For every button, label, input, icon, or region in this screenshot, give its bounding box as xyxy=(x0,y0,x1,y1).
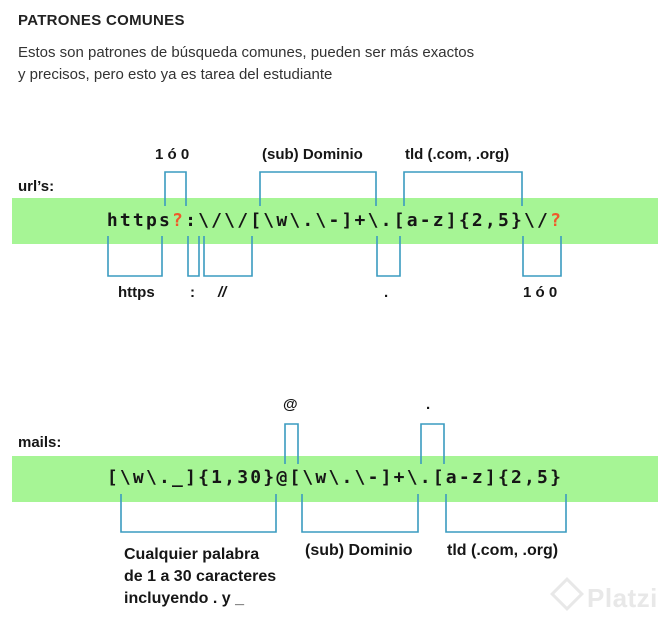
url-label-one-or-zero: 1 ó 0 xyxy=(155,146,190,163)
bracket-bottom-subdomain xyxy=(301,494,419,533)
bracket-top-subdomain xyxy=(259,171,377,206)
note-line: incluyendo . y _ xyxy=(124,590,245,607)
regex-literal: :\/\/[\w\.\-]+\.[a-z]{2,5}\/ xyxy=(185,210,551,231)
watermark-brand: Platzi xyxy=(587,583,658,613)
mail-regex-pattern: [\w\._]{1,30}@[\w\.\-]+\.[a-z]{2,5} xyxy=(106,467,564,488)
bracket-bottom-dot xyxy=(376,236,401,277)
note-line: de 1 a 30 caracteres xyxy=(124,568,277,585)
mail-label-dot: . xyxy=(426,396,431,413)
url-label-subdomain: (sub) Dominio xyxy=(262,146,363,163)
description-line: Estos son patrones de búsqueda comunes, … xyxy=(18,44,475,61)
bracket-bottom-colon xyxy=(203,236,253,277)
regex-literal: https xyxy=(106,210,173,231)
mail-label-subdomain: (sub) Dominio xyxy=(305,542,413,559)
url-label-slashes: // xyxy=(218,284,227,301)
bracket-top-dot xyxy=(420,423,445,464)
mail-label-tld: tld (.com, .org) xyxy=(447,542,559,559)
section-title: PATRONES COMUNES xyxy=(18,12,185,29)
section-description: Estos son patrones de búsqueda comunes, … xyxy=(18,42,538,86)
note-line: Cualquier palabra xyxy=(124,546,260,563)
platzi-watermark: Platzi xyxy=(550,577,658,614)
bracket-bottom-https xyxy=(107,236,163,277)
url-label-colon: : xyxy=(190,284,195,301)
url-label-dot: . xyxy=(384,284,389,301)
mail-user-note: Cualquier palabra de 1 a 30 caracteres i… xyxy=(124,544,324,610)
url-regex-pattern: https?:\/\/[\w\.\-]+\.[a-z]{2,5}\/? xyxy=(0,210,670,231)
bracket-bottom-tld xyxy=(445,494,567,533)
bracket-top-optional-s xyxy=(164,171,187,206)
mail-pattern-band xyxy=(12,456,658,502)
bracket-bottom-slash xyxy=(522,236,562,277)
bracket-top-tld xyxy=(403,171,523,206)
bracket-top-at xyxy=(284,423,299,464)
url-row-label: url’s: xyxy=(18,178,55,195)
bracket-bottom-user xyxy=(120,494,277,533)
url-label-tld: tld (.com, .org) xyxy=(405,146,510,163)
mail-label-at: @ xyxy=(283,396,298,413)
url-pattern-band xyxy=(12,198,658,244)
bracket-bottom-optional-s xyxy=(187,236,200,277)
regex-optional-char: ? xyxy=(172,210,186,231)
platzi-logo-icon xyxy=(550,577,584,611)
url-label-https: https xyxy=(118,284,155,301)
mail-row-label: mails: xyxy=(18,434,62,451)
description-line: y precisos, pero esto ya es tarea del es… xyxy=(18,66,333,83)
url-label-one-or-zero-end: 1 ó 0 xyxy=(523,284,558,301)
regex-optional-char: ? xyxy=(550,210,564,231)
